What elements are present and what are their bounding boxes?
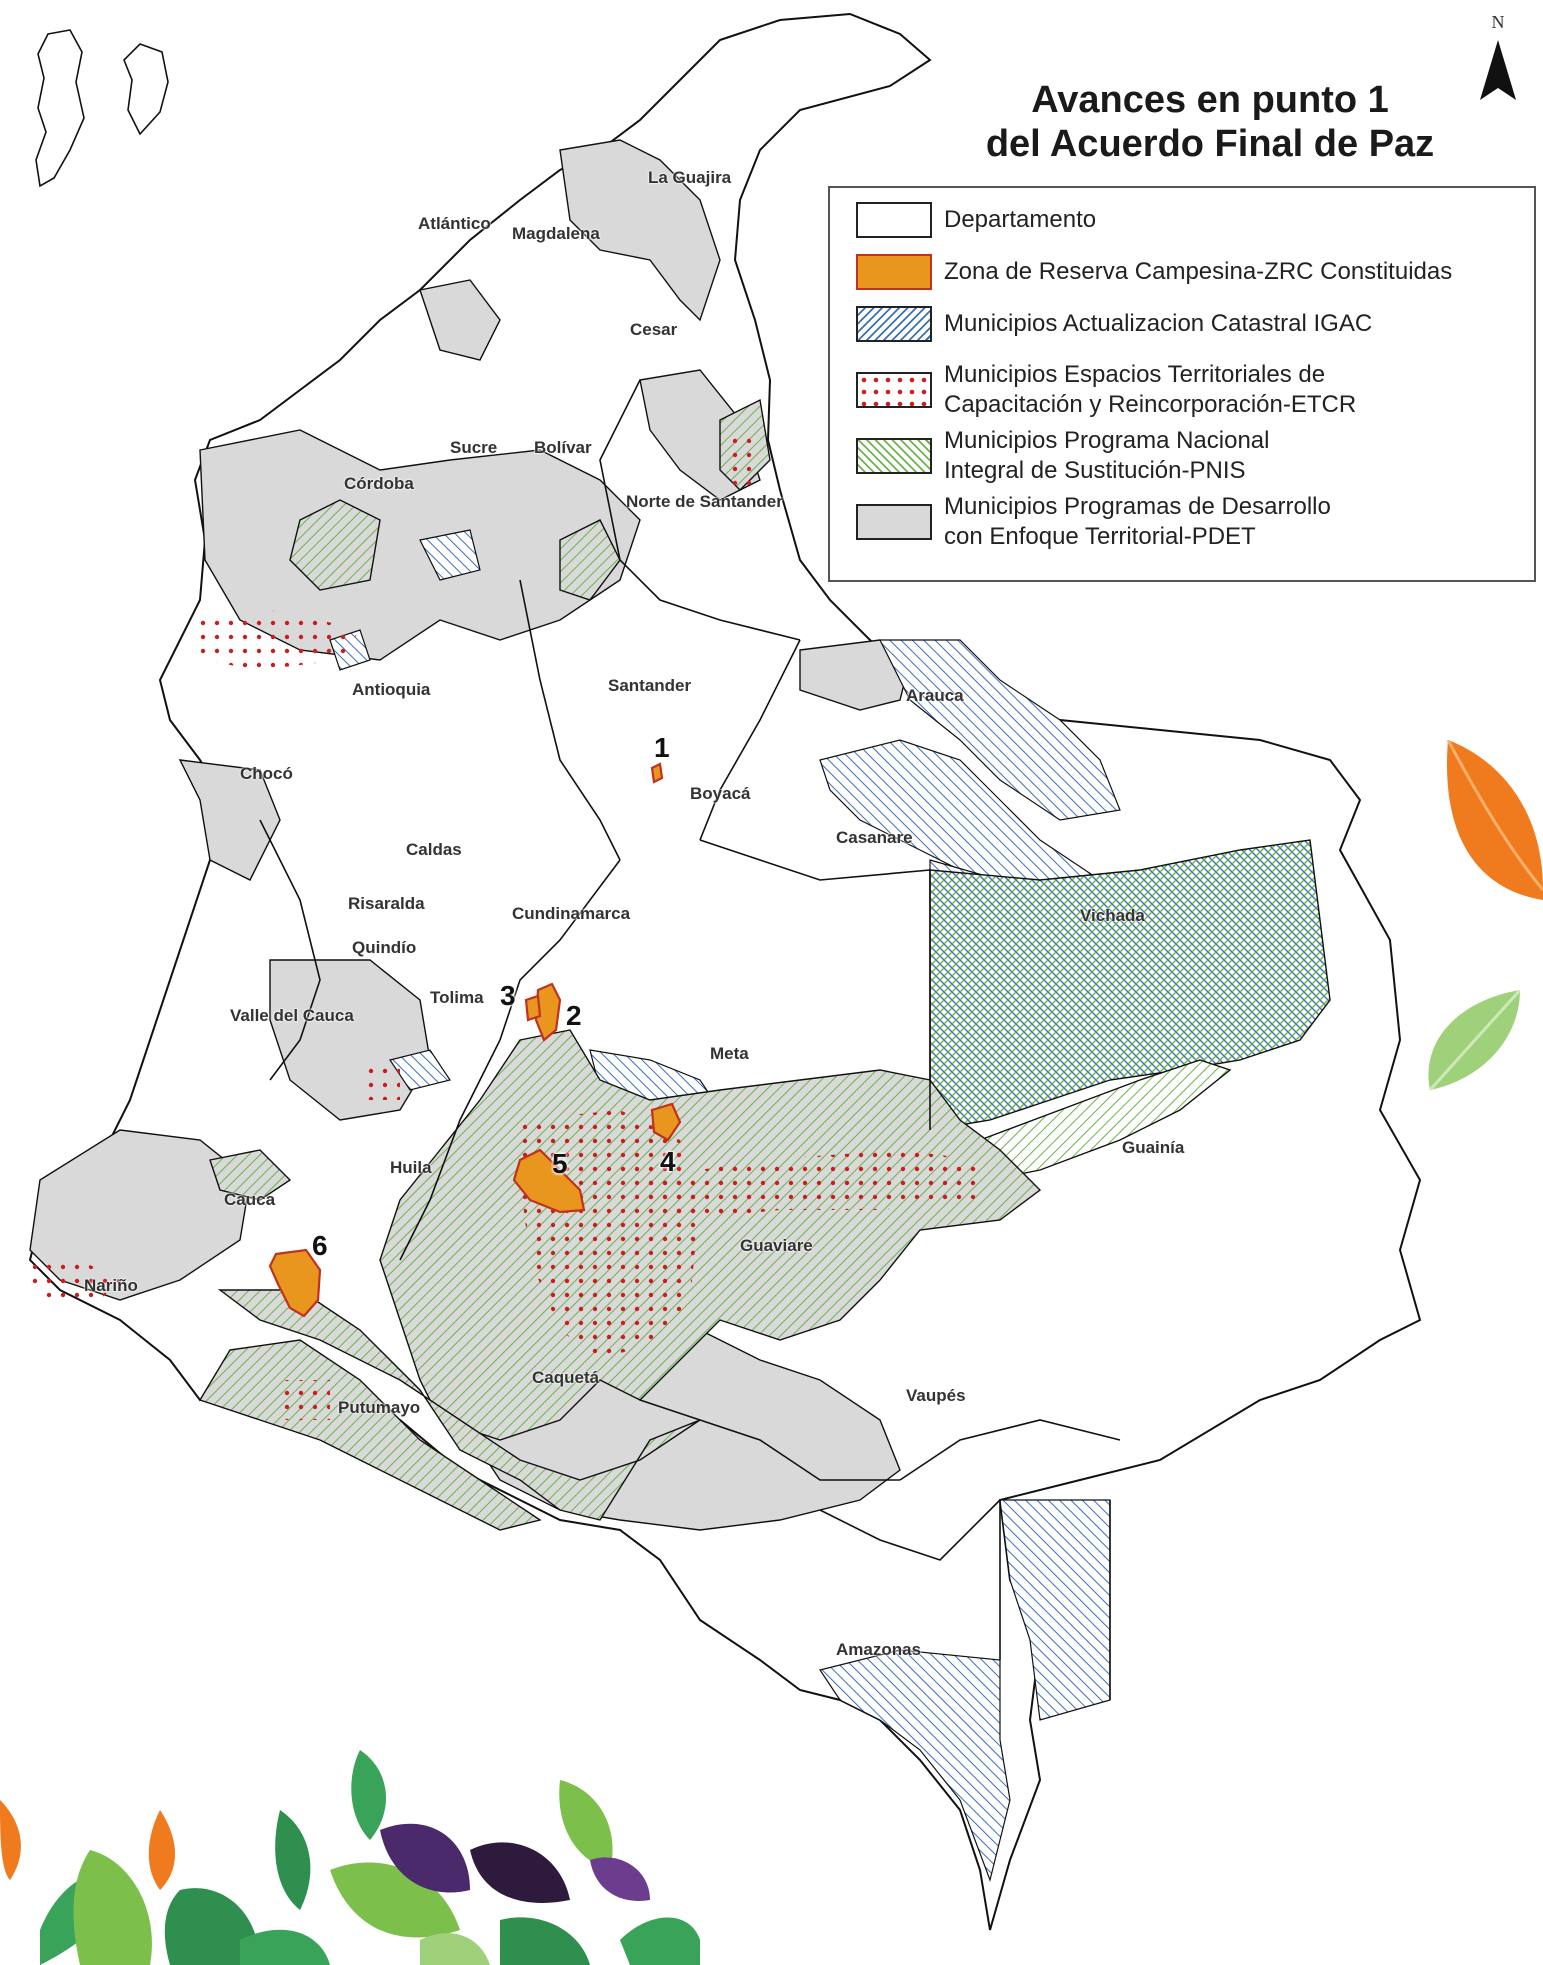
- legend-label-etcr: Municipios Espacios Territoriales de Cap…: [944, 361, 1357, 418]
- zrc-zone-3: [524, 994, 542, 1022]
- north-label: N: [1491, 12, 1505, 32]
- dept-label-boyaca: Boyacá: [690, 784, 751, 803]
- zrc-zone-1: [650, 762, 664, 784]
- dept-label-magdalena: Magdalena: [512, 224, 600, 243]
- dept-label-tolima: Tolima: [430, 988, 484, 1007]
- dept-label-huila: Huila: [390, 1158, 432, 1177]
- zone-number-5: 5: [552, 1148, 568, 1179]
- dept-label-la-guajira: La Guajira: [648, 168, 732, 187]
- legend-swatch-departamento: [856, 202, 932, 238]
- legend-item-igac: Municipios Actualizacion Catastral IGAC: [856, 306, 1372, 342]
- dept-label-caqueta: Caquetá: [532, 1368, 600, 1387]
- department-boundaries: [259, 379, 1121, 1700]
- dept-label-sucre: Sucre: [450, 438, 498, 457]
- zrc-zone-5: [512, 1148, 586, 1214]
- legend-label-pnis: Municipios Programa Nacional Integral de…: [944, 427, 1270, 484]
- etcr-areas: [20, 430, 980, 1420]
- zone-number-4: 4: [660, 1146, 676, 1177]
- legend-item-pdet: Municipios Programas de Desarrollo con E…: [856, 492, 1331, 552]
- legend: Departamento Zona de Reserva Campesina-Z…: [828, 186, 1536, 582]
- zrc-zone-2: [534, 982, 562, 1042]
- island-providencia: [123, 43, 169, 136]
- legend-swatch-pnis: [856, 438, 932, 474]
- dept-label-caldas: Caldas: [406, 840, 462, 859]
- dept-label-santander: Santander: [608, 676, 692, 695]
- north-arrow: N: [1476, 12, 1520, 102]
- legend-swatch-pdet: [856, 504, 932, 540]
- legend-swatch-etcr: [856, 372, 932, 408]
- zone-number-3: 3: [500, 980, 516, 1011]
- leaf-orange-icon: [1446, 740, 1543, 900]
- legend-label-zrc: Zona de Reserva Campesina-ZRC Constituid…: [944, 258, 1453, 285]
- legend-item-etcr: Municipios Espacios Territoriales de Cap…: [856, 360, 1356, 420]
- dept-label-vichada: Vichada: [1080, 906, 1145, 925]
- legend-item-zrc: Zona de Reserva Campesina-ZRC Constituid…: [856, 254, 1452, 290]
- dept-label-cundinamarca: Cundinamarca: [512, 904, 631, 923]
- zrc-zone-6: [268, 1248, 322, 1318]
- zone-number-1: 1: [654, 732, 670, 763]
- dept-label-cesar: Cesar: [630, 320, 678, 339]
- dept-label-guainia: Guainía: [1122, 1138, 1185, 1157]
- dept-label-quindio: Quindío: [352, 938, 417, 957]
- dept-label-meta: Meta: [710, 1044, 749, 1063]
- map-title-line-2: del Acuerdo Final de Paz: [985, 123, 1435, 165]
- dept-label-bolivar: Bolívar: [534, 438, 592, 457]
- legend-label-departamento: Departamento: [944, 206, 1097, 233]
- leaf-cluster-icon: [0, 1750, 700, 1965]
- legend-swatch-igac: [856, 306, 932, 342]
- dept-label-putumayo: Putumayo: [338, 1398, 421, 1417]
- map-title-line-1: Avances en punto 1: [1031, 79, 1389, 121]
- dept-label-antioquia: Antioquia: [352, 680, 431, 699]
- dept-label-cauca: Cauca: [224, 1190, 276, 1209]
- dept-label-narino: Nariño: [84, 1276, 138, 1295]
- zone-number-2: 2: [566, 1000, 582, 1031]
- dept-label-arauca: Arauca: [906, 686, 964, 705]
- dept-label-norte-de-santander: Norte de Santander: [626, 492, 783, 511]
- dept-label-cordoba: Córdoba: [344, 474, 414, 493]
- dept-label-vaupes: Vaupés: [906, 1386, 966, 1405]
- dept-label-atlantico: Atlántico: [418, 214, 491, 233]
- dept-label-amazonas: Amazonas: [836, 1640, 922, 1659]
- zone-number-6: 6: [312, 1230, 328, 1261]
- dept-label-choco: Chocó: [240, 764, 293, 783]
- legend-item-departamento: Departamento: [856, 202, 1096, 238]
- zrc-zones: [268, 762, 682, 1318]
- dept-label-casanare: Casanare: [836, 828, 913, 847]
- legend-label-pdet: Municipios Programas de Desarrollo con E…: [944, 493, 1331, 550]
- legend-item-pnis: Municipios Programa Nacional Integral de…: [856, 426, 1269, 486]
- dept-label-valle-del-cauca: Valle del Cauca: [230, 1006, 354, 1025]
- dept-label-risaralda: Risaralda: [348, 894, 425, 913]
- island-san-andres: [35, 29, 85, 188]
- leaf-green-icon: [1428, 990, 1520, 1090]
- legend-swatch-zrc: [856, 254, 932, 290]
- north-arrow-icon: [1480, 40, 1516, 100]
- legend-label-igac: Municipios Actualizacion Catastral IGAC: [944, 310, 1373, 337]
- map-title: Avances en punto 1 del Acuerdo Final de …: [950, 78, 1470, 166]
- dept-label-guaviare: Guaviare: [740, 1236, 813, 1255]
- zrc-zone-4: [650, 1102, 682, 1142]
